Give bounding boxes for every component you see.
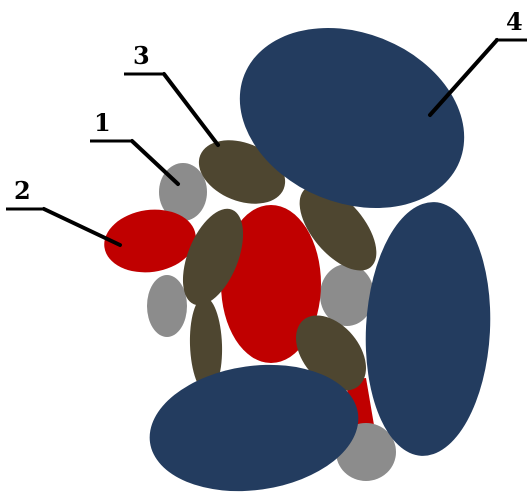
callout-2-leader (42, 207, 122, 247)
callout-3-leader (162, 72, 220, 147)
navy-particle-right (365, 202, 491, 456)
red-binder-strip (345, 378, 374, 432)
navy-particle-group (149, 28, 491, 492)
navy-particle-top (239, 28, 465, 208)
gray-particle-group (147, 163, 396, 481)
olive-particle-left (182, 208, 244, 306)
red-binder-layer (345, 378, 374, 432)
red-particle-group (104, 205, 321, 363)
olive-particle-right-top (299, 185, 377, 271)
callout-4-label: 4 (506, 7, 523, 36)
callout-1: 1 (90, 108, 180, 186)
callout-3: 3 (124, 41, 220, 147)
callout-1-label: 1 (94, 108, 111, 137)
callout-2-label: 2 (14, 176, 31, 205)
red-particle-large (221, 205, 321, 363)
gray-particle-right (320, 264, 374, 326)
gray-particle-left (147, 275, 187, 337)
callout-4: 4 (428, 7, 527, 117)
callout-3-label: 3 (133, 41, 150, 70)
callout-4-leader (428, 38, 499, 117)
red-particle-small (104, 209, 196, 273)
olive-particle-group (182, 140, 377, 393)
callout-2: 2 (6, 176, 122, 247)
olive-particle-lower-left (189, 297, 223, 393)
callout-1-leader (130, 139, 180, 186)
navy-particle-bottom (149, 364, 359, 492)
